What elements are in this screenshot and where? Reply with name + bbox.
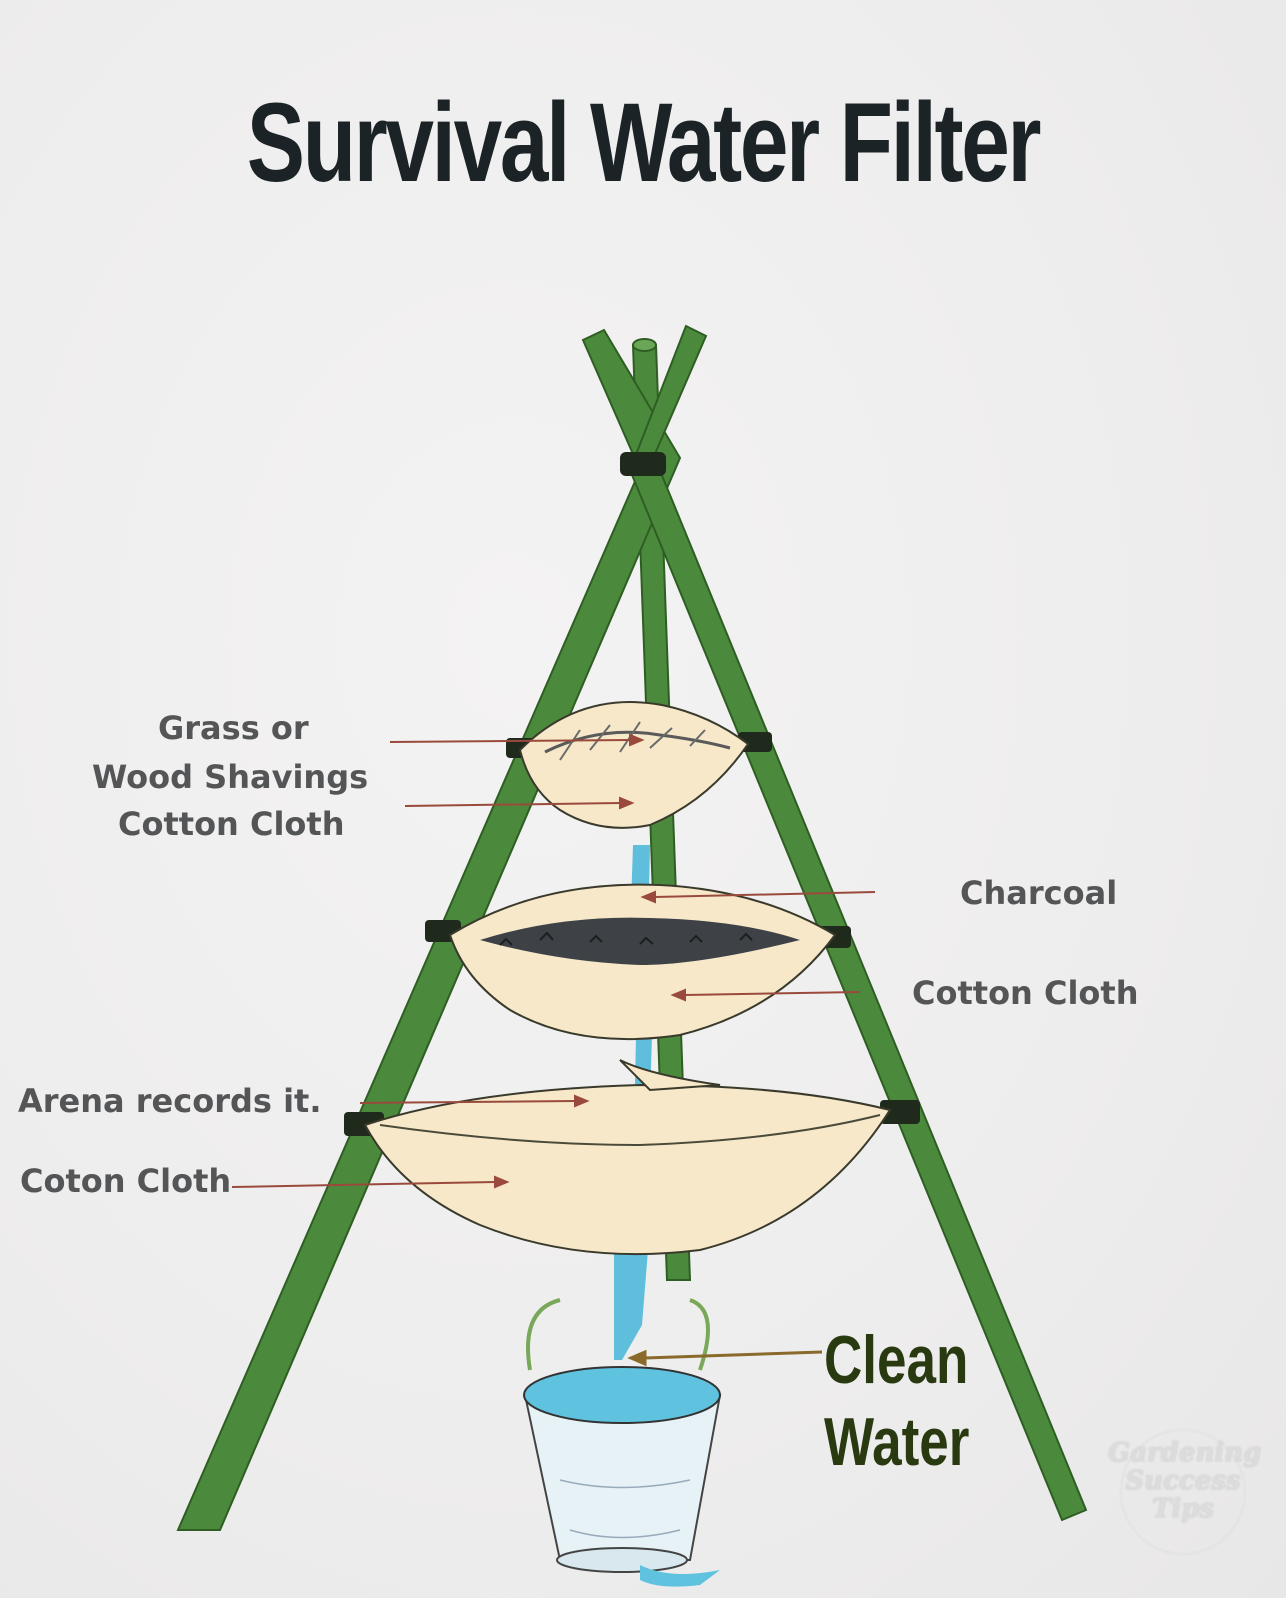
label-charcoal: Charcoal xyxy=(960,874,1118,912)
middle-cloth-bowl xyxy=(448,883,837,1041)
label-wood-shavings: Wood Shavings xyxy=(92,758,369,796)
top-lashing xyxy=(620,452,666,476)
label-clean: Clean xyxy=(824,1322,969,1398)
label-grass: Grass or xyxy=(158,709,309,747)
bottom-cloth-bowl xyxy=(363,1059,892,1256)
label-arena: Arena records it. xyxy=(18,1082,322,1120)
watermark-line1: Gardening xyxy=(1108,1438,1262,1468)
watermark-line3: Tips xyxy=(1151,1494,1215,1524)
watermark-seal xyxy=(1119,1428,1247,1556)
watermark: Gardening Success Tips xyxy=(1108,1438,1262,1550)
watermark-line2: Success xyxy=(1125,1466,1241,1496)
bucket xyxy=(523,1298,722,1587)
pointer-arrows xyxy=(231,733,876,1189)
label-cotton-cloth-middle: Cotton Cloth xyxy=(912,974,1139,1012)
label-coton-cloth-bottom: Coton Cloth xyxy=(20,1162,232,1200)
label-cotton-cloth-top: Cotton Cloth xyxy=(118,805,345,843)
clean-water-arrow xyxy=(627,1349,823,1367)
label-water: Water xyxy=(824,1404,970,1480)
page-title: Survival Water Filter xyxy=(246,80,1042,205)
